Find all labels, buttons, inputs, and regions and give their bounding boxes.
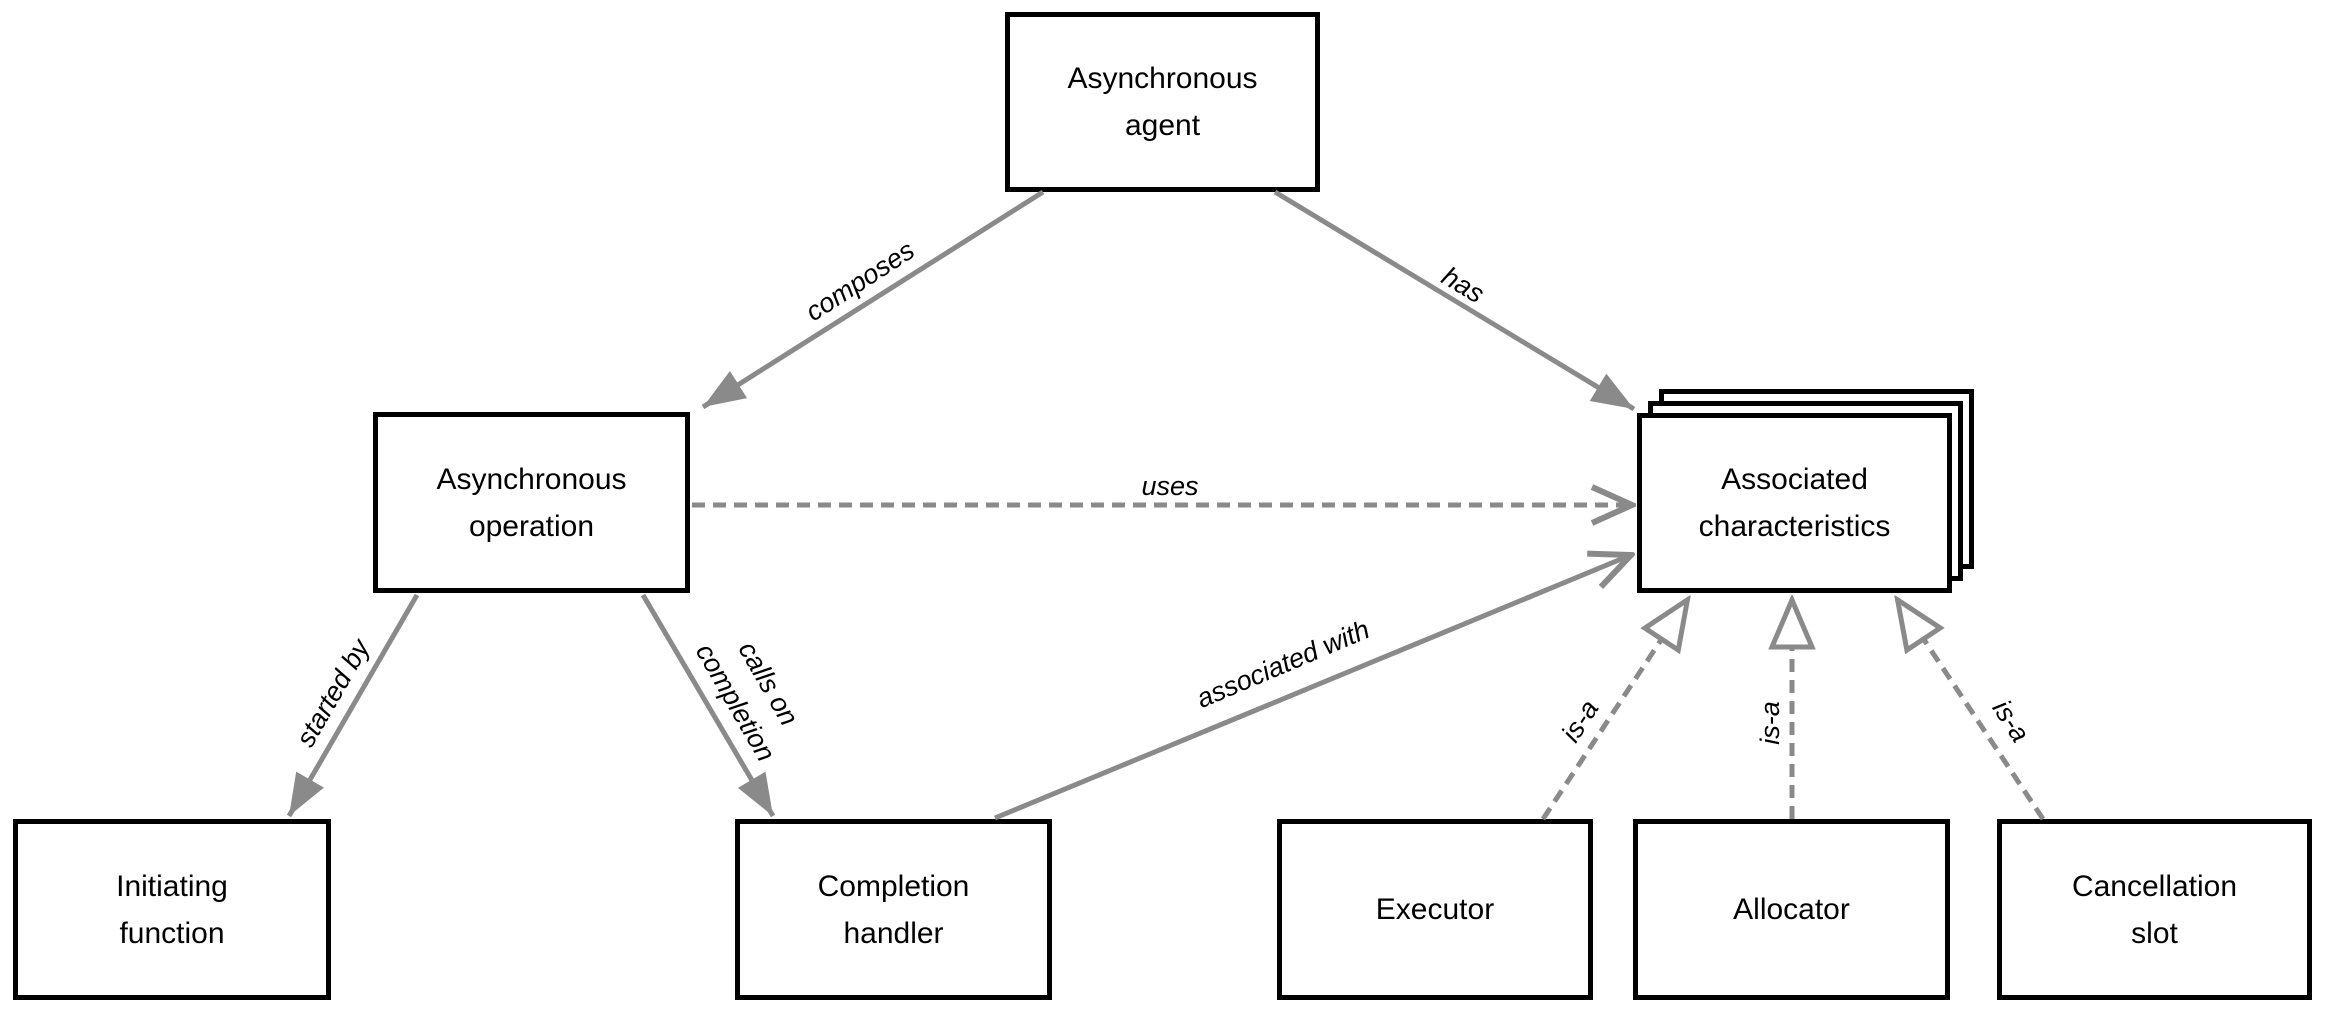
- node-allocator: Allocator: [1633, 819, 1950, 1000]
- edge-label-composes: composes: [800, 234, 920, 328]
- node-label-line: Allocator: [1733, 893, 1850, 926]
- node-label-line: operation: [468, 509, 595, 543]
- node-label-line: slot: [2131, 916, 2178, 950]
- edge-label-allocator-is-a: is-a: [1755, 701, 1785, 745]
- node-associated-characteristics: Associated characteristics: [1637, 413, 1952, 593]
- edge-label-associated-with: associated with: [1192, 614, 1374, 714]
- node-label-line: characteristics: [1698, 510, 1891, 543]
- node-label-line: Completion: [817, 869, 970, 903]
- edge-composes-line: [701, 189, 1045, 410]
- node-cancellation-slot: Cancellation slot: [1997, 819, 2312, 1000]
- node-label-line: handler: [843, 916, 944, 950]
- edge-label-cancellation-slot-is-a: is-a: [1986, 694, 2036, 748]
- edge-label-uses: uses: [1141, 471, 1199, 501]
- node-label-line: Asynchronous: [1067, 62, 1258, 95]
- node-label-line: agent: [1124, 109, 1201, 142]
- node-asynchronous-operation: Asynchronous operation: [373, 412, 690, 593]
- node-label-line: Executor: [1375, 893, 1495, 926]
- edge-label-executor-is-a: is-a: [1555, 694, 1605, 748]
- node-label-line: Asynchronous: [436, 462, 627, 496]
- node-asynchronous-agent: Asynchronous agent: [1005, 12, 1320, 192]
- node-completion-handler: Completion handler: [735, 819, 1052, 1000]
- node-label-line: Initiating: [116, 869, 228, 903]
- edge-associated-with-line: [994, 555, 1631, 821]
- node-initiating-function: Initiating function: [13, 819, 331, 1000]
- node-label-line: Cancellation: [2071, 869, 2238, 903]
- edge-label-started-by: started by: [290, 634, 376, 752]
- node-label-line: function: [119, 916, 225, 950]
- node-label-line: Associated: [1721, 463, 1868, 496]
- edge-label-calls-on-completion: calls on completion: [686, 617, 817, 768]
- edge-label-has: has: [1436, 260, 1490, 310]
- node-executor: Executor: [1277, 819, 1593, 1000]
